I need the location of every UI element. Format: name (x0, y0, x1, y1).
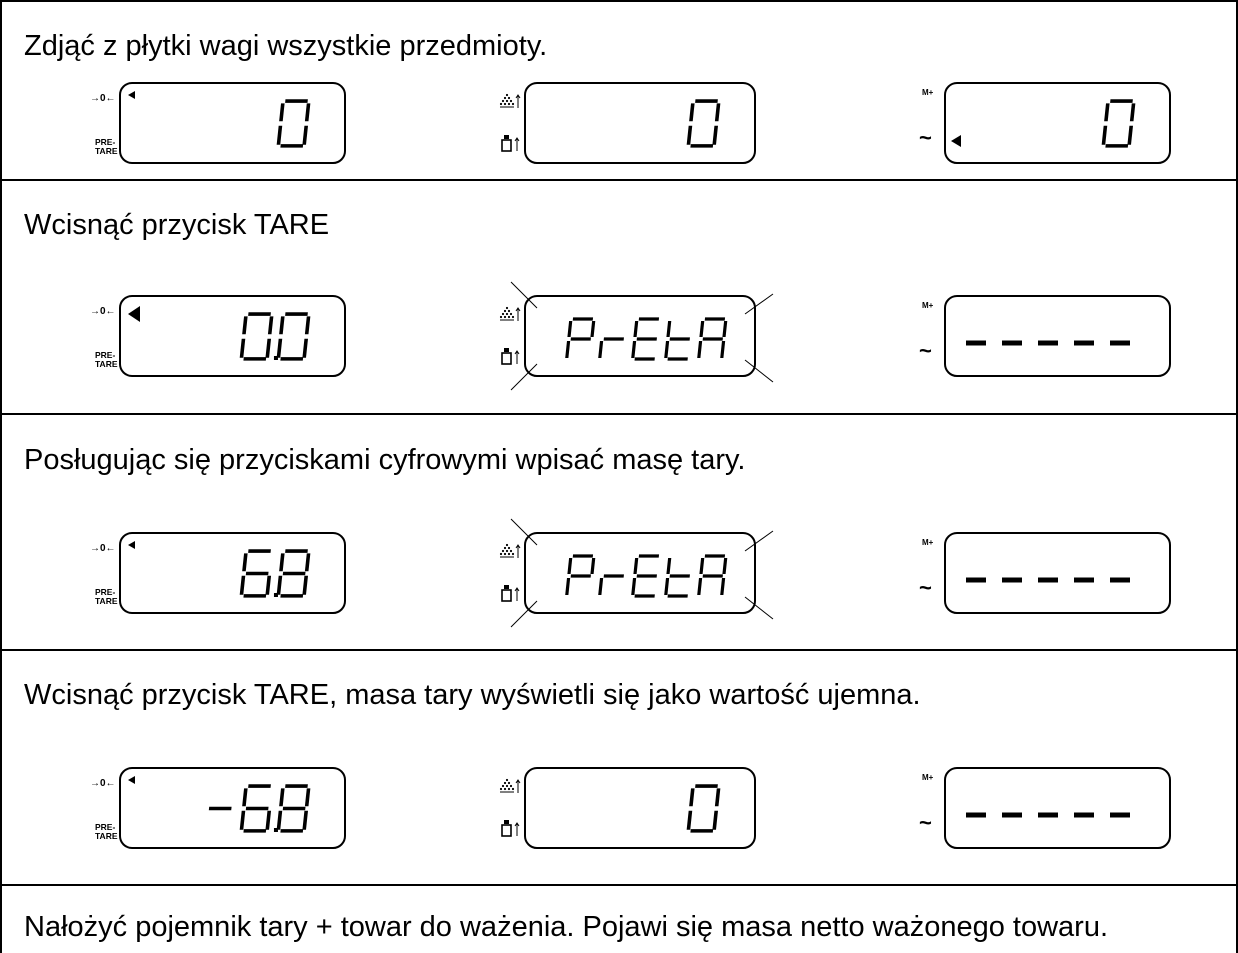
zero-marker-icon (128, 776, 135, 784)
row-divider (0, 413, 1238, 415)
lcd-display-3: M+ ~ (919, 82, 1171, 164)
lcd-digit (631, 554, 660, 598)
weight-icon (501, 585, 520, 602)
lcd-decimal-point (273, 356, 278, 360)
lcd-digit (239, 784, 272, 833)
stable-marker-icon (951, 135, 961, 147)
blink-line (744, 596, 774, 620)
step-2-instruction: Wcisnąć przycisk TARE (24, 209, 330, 241)
tare-label: TARE (95, 596, 118, 606)
zero-indicator-label: →0← (90, 778, 116, 789)
lcd-frame (524, 767, 756, 849)
tare-label: TARE (95, 359, 118, 369)
lcd-display-1: →0← PRE-TARE (90, 82, 346, 164)
lcd-digit (686, 784, 721, 833)
pre-label: PRE- (95, 350, 115, 360)
lcd-digit (239, 312, 274, 361)
zero-marker-icon (128, 306, 140, 322)
lcd-frame (524, 295, 756, 377)
memory-plus-label: M+ (922, 88, 934, 97)
lcd-frame (944, 295, 1171, 377)
lcd-display-2 (499, 281, 774, 391)
lcd-digit (697, 554, 728, 595)
step-3-instruction: Posługując się przyciskami cyfrowymi wpi… (24, 444, 746, 476)
blink-line (510, 518, 538, 546)
zero-indicator-label: →0← (90, 306, 116, 317)
count-icon (499, 93, 521, 108)
tare-label: TARE (95, 146, 118, 156)
lcd-decimal-point (273, 828, 278, 832)
lcd-display-1: →0← PRE-TARE (90, 532, 346, 614)
weight-icon (501, 820, 520, 837)
lcd-digit (565, 317, 596, 358)
zero-marker-icon (128, 91, 135, 99)
zero-marker-icon (128, 541, 135, 549)
stable-indicator-label: ~ (919, 338, 932, 363)
lcd-display-3: M+ ~ (919, 295, 1171, 377)
blink-line (744, 530, 774, 552)
lcd-digit (598, 574, 624, 595)
lcd-display-1: →0← PRE-TARE (90, 295, 346, 377)
step-5-instruction: Nałożyć pojemnik tary + towar do ważenia… (24, 911, 1109, 943)
lcd-frame (944, 767, 1171, 849)
lcd-frame (119, 295, 346, 377)
blink-line (744, 359, 774, 383)
lcd-frame (944, 532, 1171, 614)
step-1-instruction: Zdjąć z płytki wagi wszystkie przedmioty… (24, 30, 548, 62)
count-icon (499, 306, 521, 321)
lcd-digit (276, 312, 311, 361)
pre-label: PRE- (95, 587, 115, 597)
lcd-digit (276, 784, 311, 833)
memory-plus-label: M+ (922, 301, 934, 310)
stable-indicator-label: ~ (919, 575, 932, 600)
lcd-display-3: M+ ~ (919, 532, 1171, 614)
lcd-digit (664, 321, 690, 361)
count-icon (499, 543, 521, 558)
lcd-frame (119, 767, 346, 849)
blink-line (510, 281, 538, 309)
lcd-digit (631, 317, 660, 361)
lcd-digit (565, 554, 596, 595)
blink-line (744, 293, 774, 315)
lcd-display-2 (499, 82, 756, 164)
lcd-digit (1101, 99, 1136, 148)
pre-label: PRE- (95, 137, 115, 147)
lcd-display-1: →0← PRE-TARE (90, 767, 346, 849)
count-icon (499, 778, 521, 793)
memory-plus-label: M+ (922, 538, 934, 547)
lcd-frame (119, 82, 346, 164)
lcd-display-2 (499, 767, 756, 849)
lcd-decimal-point (273, 593, 278, 597)
blink-line (510, 600, 538, 628)
stable-indicator-label: ~ (919, 810, 932, 835)
lcd-digit (276, 549, 311, 598)
row-divider (0, 179, 1238, 181)
row-divider (0, 649, 1238, 651)
memory-plus-label: M+ (922, 773, 934, 782)
lcd-digit (697, 317, 728, 358)
weight-icon (501, 348, 520, 365)
lcd-frame (524, 532, 756, 614)
pre-label: PRE- (95, 822, 115, 832)
zero-indicator-label: →0← (90, 93, 116, 104)
lcd-digit (598, 337, 624, 358)
lcd-frame (524, 82, 756, 164)
lcd-digit (276, 99, 311, 148)
lcd-digit (686, 99, 721, 148)
row-divider (0, 884, 1238, 886)
step-4-instruction: Wcisnąć przycisk TARE, masa tary wyświet… (24, 679, 921, 711)
lcd-display-3: M+ ~ (919, 767, 1171, 849)
weight-icon (501, 135, 520, 152)
lcd-digit (239, 549, 272, 598)
zero-indicator-label: →0← (90, 543, 116, 554)
lcd-digit (664, 558, 690, 598)
blink-line (510, 363, 538, 391)
lcd-frame (119, 532, 346, 614)
stable-indicator-label: ~ (919, 125, 932, 150)
tare-label: TARE (95, 831, 118, 841)
lcd-display-2 (499, 518, 774, 628)
lcd-frame (944, 82, 1171, 164)
